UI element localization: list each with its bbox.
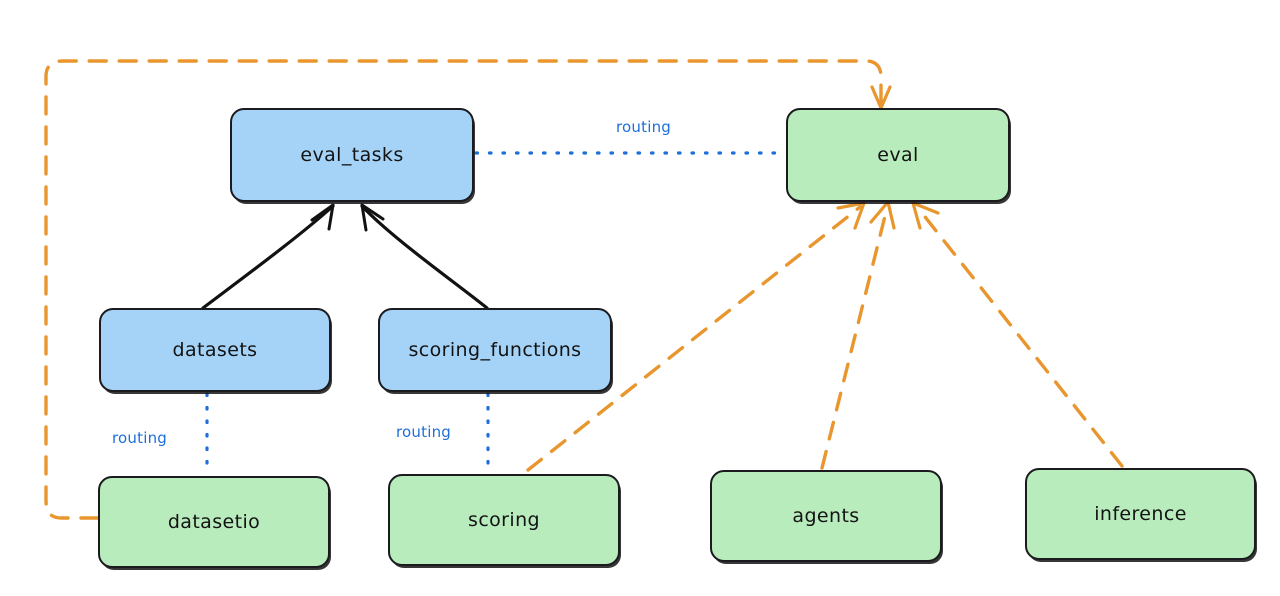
edge-datasets-to-eval-tasks (201, 203, 335, 310)
node-label-eval-tasks: eval_tasks (300, 144, 404, 166)
node-datasetio[interactable]: datasetio (98, 476, 330, 568)
node-eval[interactable]: eval (786, 108, 1010, 202)
node-agents[interactable]: agents (710, 470, 942, 562)
edge-label-routing-eval-tasks: routing (616, 118, 671, 136)
node-label-scoring-functions: scoring_functions (408, 339, 582, 361)
node-inference[interactable]: inference (1025, 468, 1256, 560)
node-scoring-functions[interactable]: scoring_functions (378, 308, 612, 392)
edge-scoring-functions-to-eval-tasks (360, 203, 489, 310)
node-label-inference: inference (1094, 503, 1187, 525)
edge-agents-to-eval (820, 200, 896, 470)
edge-scoring-to-eval (526, 201, 866, 472)
node-label-eval: eval (877, 144, 919, 166)
node-scoring[interactable]: scoring (388, 474, 620, 566)
node-datasets[interactable]: datasets (99, 308, 331, 392)
edge-label-routing-datasets: routing (112, 429, 167, 447)
node-label-scoring: scoring (468, 509, 540, 531)
node-label-agents: agents (792, 505, 860, 527)
edge-inference-to-eval (911, 201, 1124, 468)
node-label-datasetio: datasetio (167, 511, 261, 533)
node-eval-tasks[interactable]: eval_tasks (230, 108, 474, 202)
edge-label-routing-scoring: routing (396, 423, 451, 441)
node-label-datasets: datasets (172, 339, 258, 361)
edge-datasetio-to-eval (44, 59, 892, 520)
